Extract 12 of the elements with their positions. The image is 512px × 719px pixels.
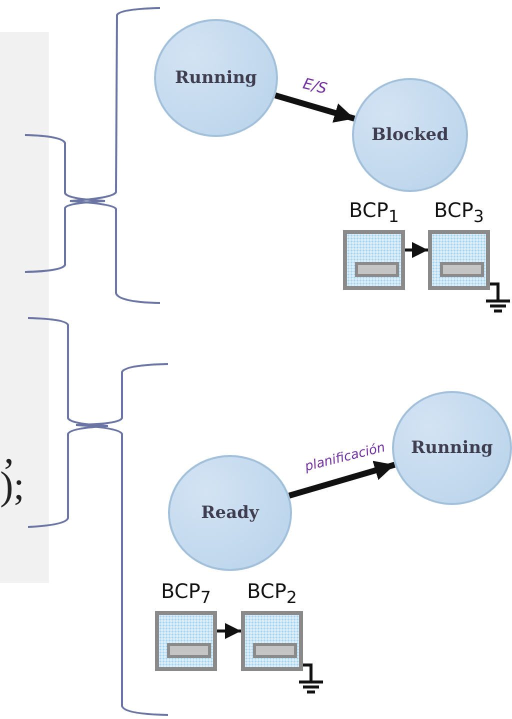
block-label: BCP$_{1}$ — [349, 198, 400, 226]
state-label: Blocked — [372, 125, 448, 145]
state-label: Running — [411, 438, 493, 458]
state-label: Running — [175, 68, 257, 88]
block-label: BCP$_{2}$ — [247, 579, 298, 607]
state-label: Ready — [201, 503, 259, 523]
arrow — [274, 92, 356, 123]
block-label: BCP$_{7}$ — [161, 579, 212, 607]
arrow — [288, 460, 396, 499]
arrow — [405, 242, 428, 258]
arrow — [217, 623, 241, 639]
block-label: BCP$_{3}$ — [434, 198, 484, 226]
